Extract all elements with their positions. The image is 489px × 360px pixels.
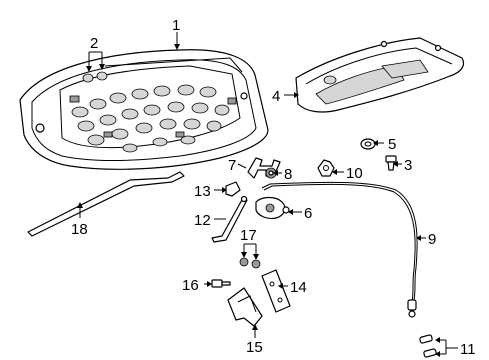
deck-lid-panel [19, 49, 269, 170]
callout-5: 5 [388, 136, 396, 153]
clip-pair-11 [419, 334, 437, 358]
push-pin [385, 155, 397, 171]
bumper-pair [82, 71, 108, 83]
callout-16: 16 [182, 277, 199, 294]
panel-cutouts [69, 84, 237, 153]
callout-11: 11 [460, 341, 476, 358]
callout-2: 2 [90, 35, 98, 52]
callout-8: 8 [284, 166, 292, 183]
callout-13: 13 [194, 183, 211, 200]
bolt-16 [211, 279, 231, 288]
striker-bracket [227, 287, 263, 327]
retainer-10 [317, 159, 335, 177]
callout-labels: 1 2 3 4 5 6 7 8 9 10 11 12 13 14 15 16 1… [71, 17, 476, 358]
callout-3: 3 [404, 157, 412, 174]
callout-7: 7 [228, 157, 236, 174]
release-cable-rod [27, 171, 185, 237]
striker-plate [261, 269, 291, 313]
latch-6 [255, 196, 290, 220]
callout-9: 9 [428, 231, 436, 248]
trim-panel [295, 37, 465, 113]
callout-4: 4 [272, 88, 280, 105]
callout-12: 12 [194, 212, 211, 229]
clip-5 [360, 138, 376, 150]
clip-13 [225, 181, 241, 197]
release-cable [261, 181, 418, 318]
callout-14: 14 [290, 279, 307, 296]
callout-6: 6 [304, 205, 312, 222]
callout-17: 17 [240, 227, 257, 244]
leader-lines [77, 32, 458, 357]
callout-10: 10 [346, 165, 363, 182]
callout-15: 15 [246, 339, 263, 356]
fastener-pair [239, 257, 261, 269]
callout-1: 1 [172, 17, 180, 34]
callout-18: 18 [71, 221, 88, 238]
latch-rod [211, 195, 248, 243]
